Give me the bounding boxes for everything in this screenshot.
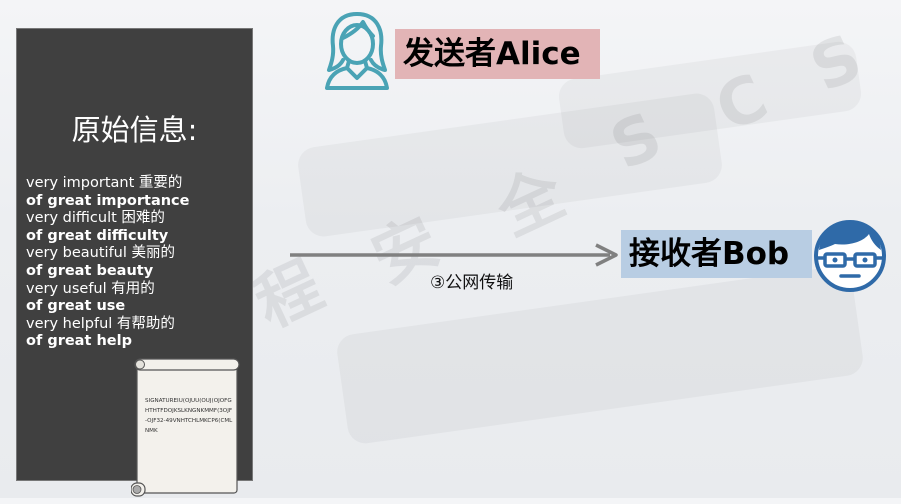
channel-label: ③公网传输 [430, 273, 514, 293]
receiver-label: 接收者Bob [621, 230, 812, 278]
message-line-bold: of great difficulty [26, 227, 169, 244]
female-user-icon [323, 10, 391, 92]
message-line-bold: of great use [26, 298, 126, 315]
message-line: very beautiful 美丽的 [26, 245, 175, 262]
signature-text: SIGNATUREIU(OJUU(OUJ(OJOFGHTHTFDOJKSLKNG… [145, 398, 233, 434]
message-line-bold: of great beauty [26, 262, 154, 279]
arrow-right-icon [290, 240, 625, 270]
message-line: very helpful 有帮助的 [26, 315, 175, 332]
message-line-bold: of great importance [26, 192, 190, 209]
message-line: very useful 有用的 [26, 280, 155, 297]
message-line: very difficult 困难的 [26, 210, 165, 227]
signature-scroll: SIGNATUREIU(OJUU(OUJ(OJOFGHTHTFDOJKSLKNG… [130, 353, 243, 499]
message-line: very important 重要的 [26, 175, 183, 191]
message-line-bold: of great help [26, 333, 132, 350]
panel-title: 原始信息: [71, 113, 198, 147]
scroll-icon [130, 358, 240, 497]
sender-label: 发送者Alice [395, 29, 600, 79]
male-user-glasses-icon [813, 216, 887, 296]
